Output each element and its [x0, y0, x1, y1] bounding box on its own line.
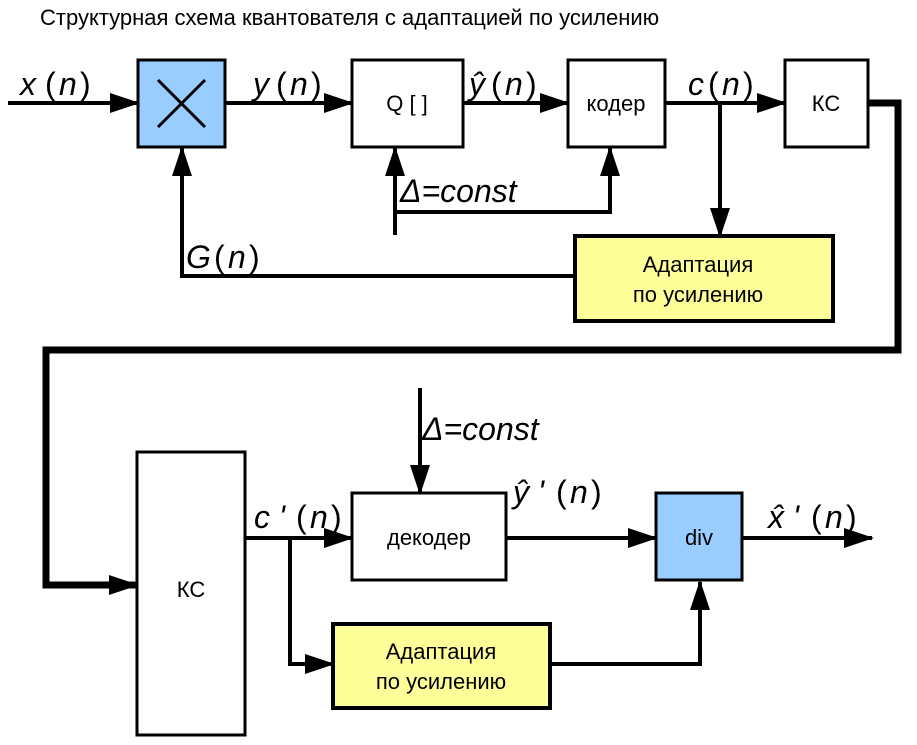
quantizer-block: Q [ ] [350, 58, 465, 149]
ks-tx-block: КС [783, 58, 870, 149]
ks-rx-label: КС [177, 577, 206, 602]
svg-text:n: n [228, 239, 246, 275]
adapt-tx-label-1: Адаптация [643, 252, 754, 277]
svg-text:c ': c ' [254, 499, 287, 535]
svg-text:): ) [743, 66, 754, 102]
adapt-rx-label-2: по усилению [376, 669, 506, 694]
adapt-tx-label-2: по усилению [633, 282, 763, 307]
svg-text:(: ( [708, 66, 719, 102]
svg-text:(: ( [296, 499, 307, 535]
svg-text:ŷ ': ŷ ' [511, 474, 546, 510]
svg-text:(: ( [45, 66, 56, 102]
adapt-rx-label-1: Адаптация [386, 639, 497, 664]
decoder-block: декодер [350, 491, 508, 582]
svg-text:): ) [249, 239, 260, 275]
bottom-connections [245, 388, 874, 674]
ks-tx-label: КС [812, 91, 841, 116]
arrow-gain-to-div [550, 580, 710, 666]
svg-text:(: ( [811, 499, 822, 535]
div-label: div [685, 525, 713, 550]
div-block: div [654, 491, 744, 582]
arrow-gain-feedback [172, 146, 575, 278]
quantizer-label: Q [ ] [386, 91, 428, 116]
svg-text:(: ( [491, 66, 502, 102]
svg-text:G: G [186, 239, 211, 275]
multiplier-block [136, 58, 227, 149]
svg-text:): ) [331, 499, 342, 535]
svg-text:(: ( [556, 474, 567, 510]
svg-text:): ) [591, 474, 602, 510]
svg-text:(: ( [276, 66, 287, 102]
arrow-delta-to-coder [395, 146, 620, 214]
svg-text:x̂ ': x̂ ' [766, 499, 801, 535]
svg-text:c: c [688, 66, 704, 102]
svg-text:): ) [846, 499, 857, 535]
signal-yhat: ŷ ( n ) [467, 66, 537, 102]
channel-line [42, 99, 902, 595]
signal-c-prime: c ' ( n ) [254, 499, 342, 535]
svg-text:n: n [505, 66, 523, 102]
signal-G: G ( n ) [186, 239, 260, 275]
ks-rx-block: КС [135, 450, 247, 737]
coder-label: кодер [587, 91, 646, 116]
svg-text:n: n [722, 66, 740, 102]
svg-text:ŷ: ŷ [467, 66, 487, 102]
top-connections [8, 93, 787, 278]
svg-text:n: n [290, 66, 308, 102]
svg-text:n: n [825, 499, 843, 535]
signal-xhat-prime: x̂ ' ( n ) [766, 499, 857, 535]
delta-const-bottom-label: Δ=const [421, 411, 540, 447]
adapt-tx-block: Адаптация по усилению [573, 234, 835, 323]
signal-c: c ( n ) [688, 66, 754, 102]
svg-text:x: x [18, 66, 37, 102]
svg-text:y: y [251, 66, 271, 102]
delta-const-top-label: Δ=const [399, 173, 518, 209]
arrow-c-prime-to-adapt [288, 538, 335, 674]
signal-yhat-prime: ŷ ' ( n ) [511, 474, 602, 510]
svg-text:n: n [59, 66, 77, 102]
coder-block: кодер [566, 58, 667, 149]
svg-text:n: n [570, 474, 588, 510]
svg-text:): ) [526, 66, 537, 102]
svg-text:(: ( [214, 239, 225, 275]
diagram-title: Структурная схема квантователя с адаптац… [40, 5, 660, 30]
svg-text:): ) [80, 66, 91, 102]
decoder-label: декодер [387, 525, 471, 550]
signal-y: y ( n ) [251, 66, 322, 102]
adapt-rx-block: Адаптация по усилению [331, 622, 552, 710]
svg-text:n: n [310, 499, 328, 535]
svg-text:): ) [311, 66, 322, 102]
signal-x: x ( n ) [18, 66, 91, 102]
